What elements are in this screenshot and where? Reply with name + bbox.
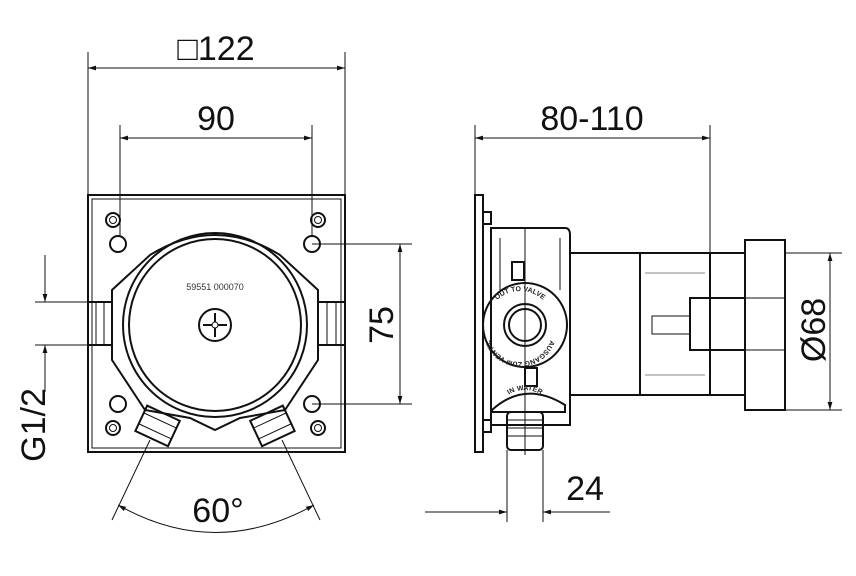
side-plate <box>474 194 484 453</box>
dim-depth: 80-110 <box>540 100 643 138</box>
svg-text:IN WATER: IN WATER <box>506 385 543 397</box>
front-view: 59551 000070 □122 90 75 G1/2 60° <box>15 30 412 533</box>
inner-cylinder <box>689 297 746 351</box>
bottom-right-port <box>248 404 296 448</box>
screw-icon <box>198 308 232 342</box>
left-port <box>87 301 113 346</box>
right-port <box>317 301 346 346</box>
inlet-label: IN WATER <box>506 385 543 397</box>
dim-outlet-offset: 24 <box>566 470 604 508</box>
svg-text:OUT TO VALVE: OUT TO VALVE <box>494 286 547 302</box>
cover-disc <box>128 238 302 412</box>
bottom-left-port <box>134 404 182 448</box>
cover-cap <box>744 239 786 411</box>
side-housing <box>490 227 571 426</box>
dim-angle: 60° <box>192 492 243 530</box>
inlet-fitting: IN WATER <box>491 385 566 451</box>
outlet-label-en: OUT TO VALVE <box>494 286 547 302</box>
dim-thread: G1/2 <box>15 388 53 462</box>
sleeve-section <box>639 252 711 396</box>
dim-plate-size: □122 <box>177 30 254 68</box>
side-view: OUT TO VALVE AUSGANG ZUM VENTIL IN WATER… <box>425 100 842 522</box>
dim-hole-spacing-h: 90 <box>197 100 235 138</box>
dim-hole-spacing-v: 75 <box>363 306 401 344</box>
dim-diameter: Ø68 <box>795 298 833 362</box>
body-pipe <box>569 252 641 396</box>
part-number: 59551 000070 <box>186 282 244 292</box>
